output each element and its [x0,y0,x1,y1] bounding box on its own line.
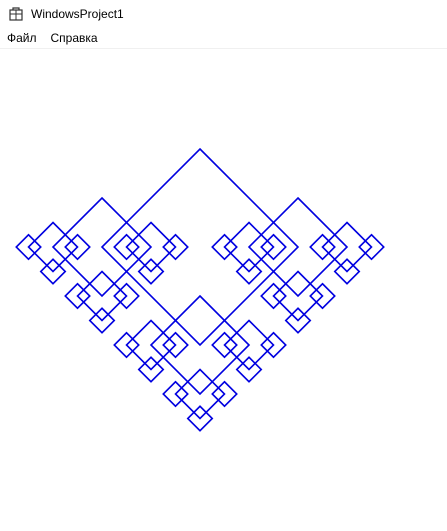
fractal-diamond [260,282,287,310]
fractal-diamond [174,368,226,420]
fractal-diamond [235,356,263,383]
fractal-diamond [113,282,140,310]
window-title: WindowsProject1 [31,7,124,21]
fractal-diamond [137,258,165,285]
menu-bar: Файл Справка [0,28,447,49]
fractal-diamond [39,258,67,285]
fractal-diamond [162,380,189,408]
menu-item-help[interactable]: Справка [50,31,98,45]
title-bar[interactable]: WindowsProject1 [0,0,447,28]
fractal-diamond [125,221,177,273]
fractal-diamond [113,331,140,359]
fractal-diamond [211,331,238,359]
fractal-drawing [15,147,385,432]
fractal-diamond [162,331,189,359]
fractal-diamond [333,258,361,285]
fractal-diamond [260,331,287,359]
fractal-diamond [211,233,238,261]
fractal-diamond [309,282,336,310]
fractal-diamond [64,233,91,261]
fractal-diamond [113,233,140,261]
menu-item-file[interactable]: Файл [7,31,37,45]
app-window-icon [9,7,23,21]
fractal-diamond [235,258,263,285]
fractal-diamond [162,233,189,261]
fractal-diamond [137,356,165,383]
fractal-diamond [309,233,336,261]
fractal-diamond [125,319,177,371]
fractal-diamond [321,221,373,273]
fractal-diamond [223,319,275,371]
fractal-diamond [247,196,349,298]
fractal-diamond [358,233,385,261]
fractal-diamond [64,282,91,310]
fractal-diamond [15,233,42,261]
fractal-diamond [76,270,128,322]
fractal-diamond [272,270,324,322]
fractal-diamond [149,294,251,396]
fractal-diamond [223,221,275,273]
fractal-diamond [284,307,312,334]
fractal-diamond [100,147,300,347]
fractal-diamond [211,380,238,408]
fractal-diamond [260,233,287,261]
client-area [0,49,447,531]
fractal-diamond [27,221,79,273]
fractal-diamond [88,307,116,334]
fractal-diamond [51,196,153,298]
fractal-diamond [186,405,214,432]
